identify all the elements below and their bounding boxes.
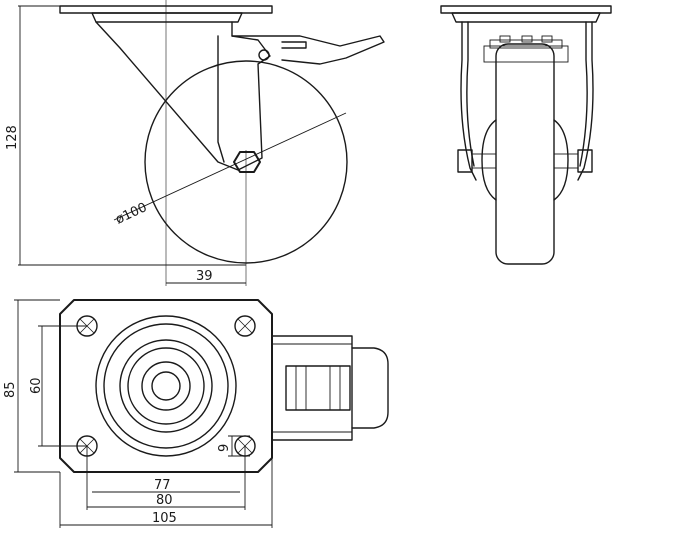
swivel-ring-4	[127, 347, 205, 425]
front-fork-left-outer	[460, 21, 477, 181]
diameter-leader	[113, 112, 347, 221]
dim-bolt-spacing-width: 60	[29, 377, 44, 394]
dim-offset: 39	[196, 269, 213, 284]
swivel-ring-3	[119, 339, 213, 433]
dim-plate-length: 105	[152, 511, 177, 526]
bolt-hole-top-right	[234, 315, 256, 337]
side-brake-latch	[281, 41, 307, 49]
front-hub-right	[553, 119, 569, 201]
dim-bolt-spacing-outer: 80	[156, 493, 173, 508]
side-fork-leg	[95, 21, 271, 171]
front-brake-tab-2	[521, 35, 533, 43]
front-hub-left	[481, 119, 497, 201]
swivel-ring-outer	[95, 315, 237, 457]
front-fork-right-outer	[577, 21, 594, 181]
swivel-ring-5	[141, 361, 191, 411]
swivel-ring-2	[103, 323, 229, 449]
front-axle-left	[471, 153, 497, 169]
plan-brake-pedal	[351, 347, 389, 429]
side-axle-nut	[233, 151, 261, 173]
front-axle-right	[553, 153, 579, 169]
front-view	[440, 5, 612, 265]
dim-wheel-diameter: ø100	[113, 200, 149, 227]
side-plate-flange	[91, 12, 243, 23]
front-fork-right-inner	[579, 21, 588, 167]
side-brake-pedal	[231, 35, 385, 65]
front-plate-flange	[451, 12, 601, 23]
dim-plate-width: 85	[3, 381, 18, 398]
dim-height: 128	[5, 125, 20, 150]
front-top-plate	[440, 5, 612, 14]
plan-view: 85 60 9 77 80 105	[3, 299, 389, 528]
plan-wheel-inner	[295, 365, 341, 411]
swivel-ring-inner	[151, 371, 181, 401]
side-view: ø100 128 39	[5, 0, 385, 286]
side-brake-pivot	[258, 49, 270, 61]
front-wheel	[495, 43, 555, 265]
front-brake-tab-1	[499, 35, 511, 43]
front-fork-left-inner	[466, 21, 475, 167]
front-brake-bar	[489, 39, 563, 49]
side-fork-inner	[217, 35, 225, 163]
dim-hole-diameter: 9	[217, 444, 232, 452]
plan-top-plate	[59, 299, 273, 473]
dim-bolt-spacing-inner: 77	[154, 478, 171, 493]
front-brake-box	[483, 45, 569, 63]
plan-fork-housing	[271, 335, 353, 441]
front-brake-tab-3	[541, 35, 553, 43]
